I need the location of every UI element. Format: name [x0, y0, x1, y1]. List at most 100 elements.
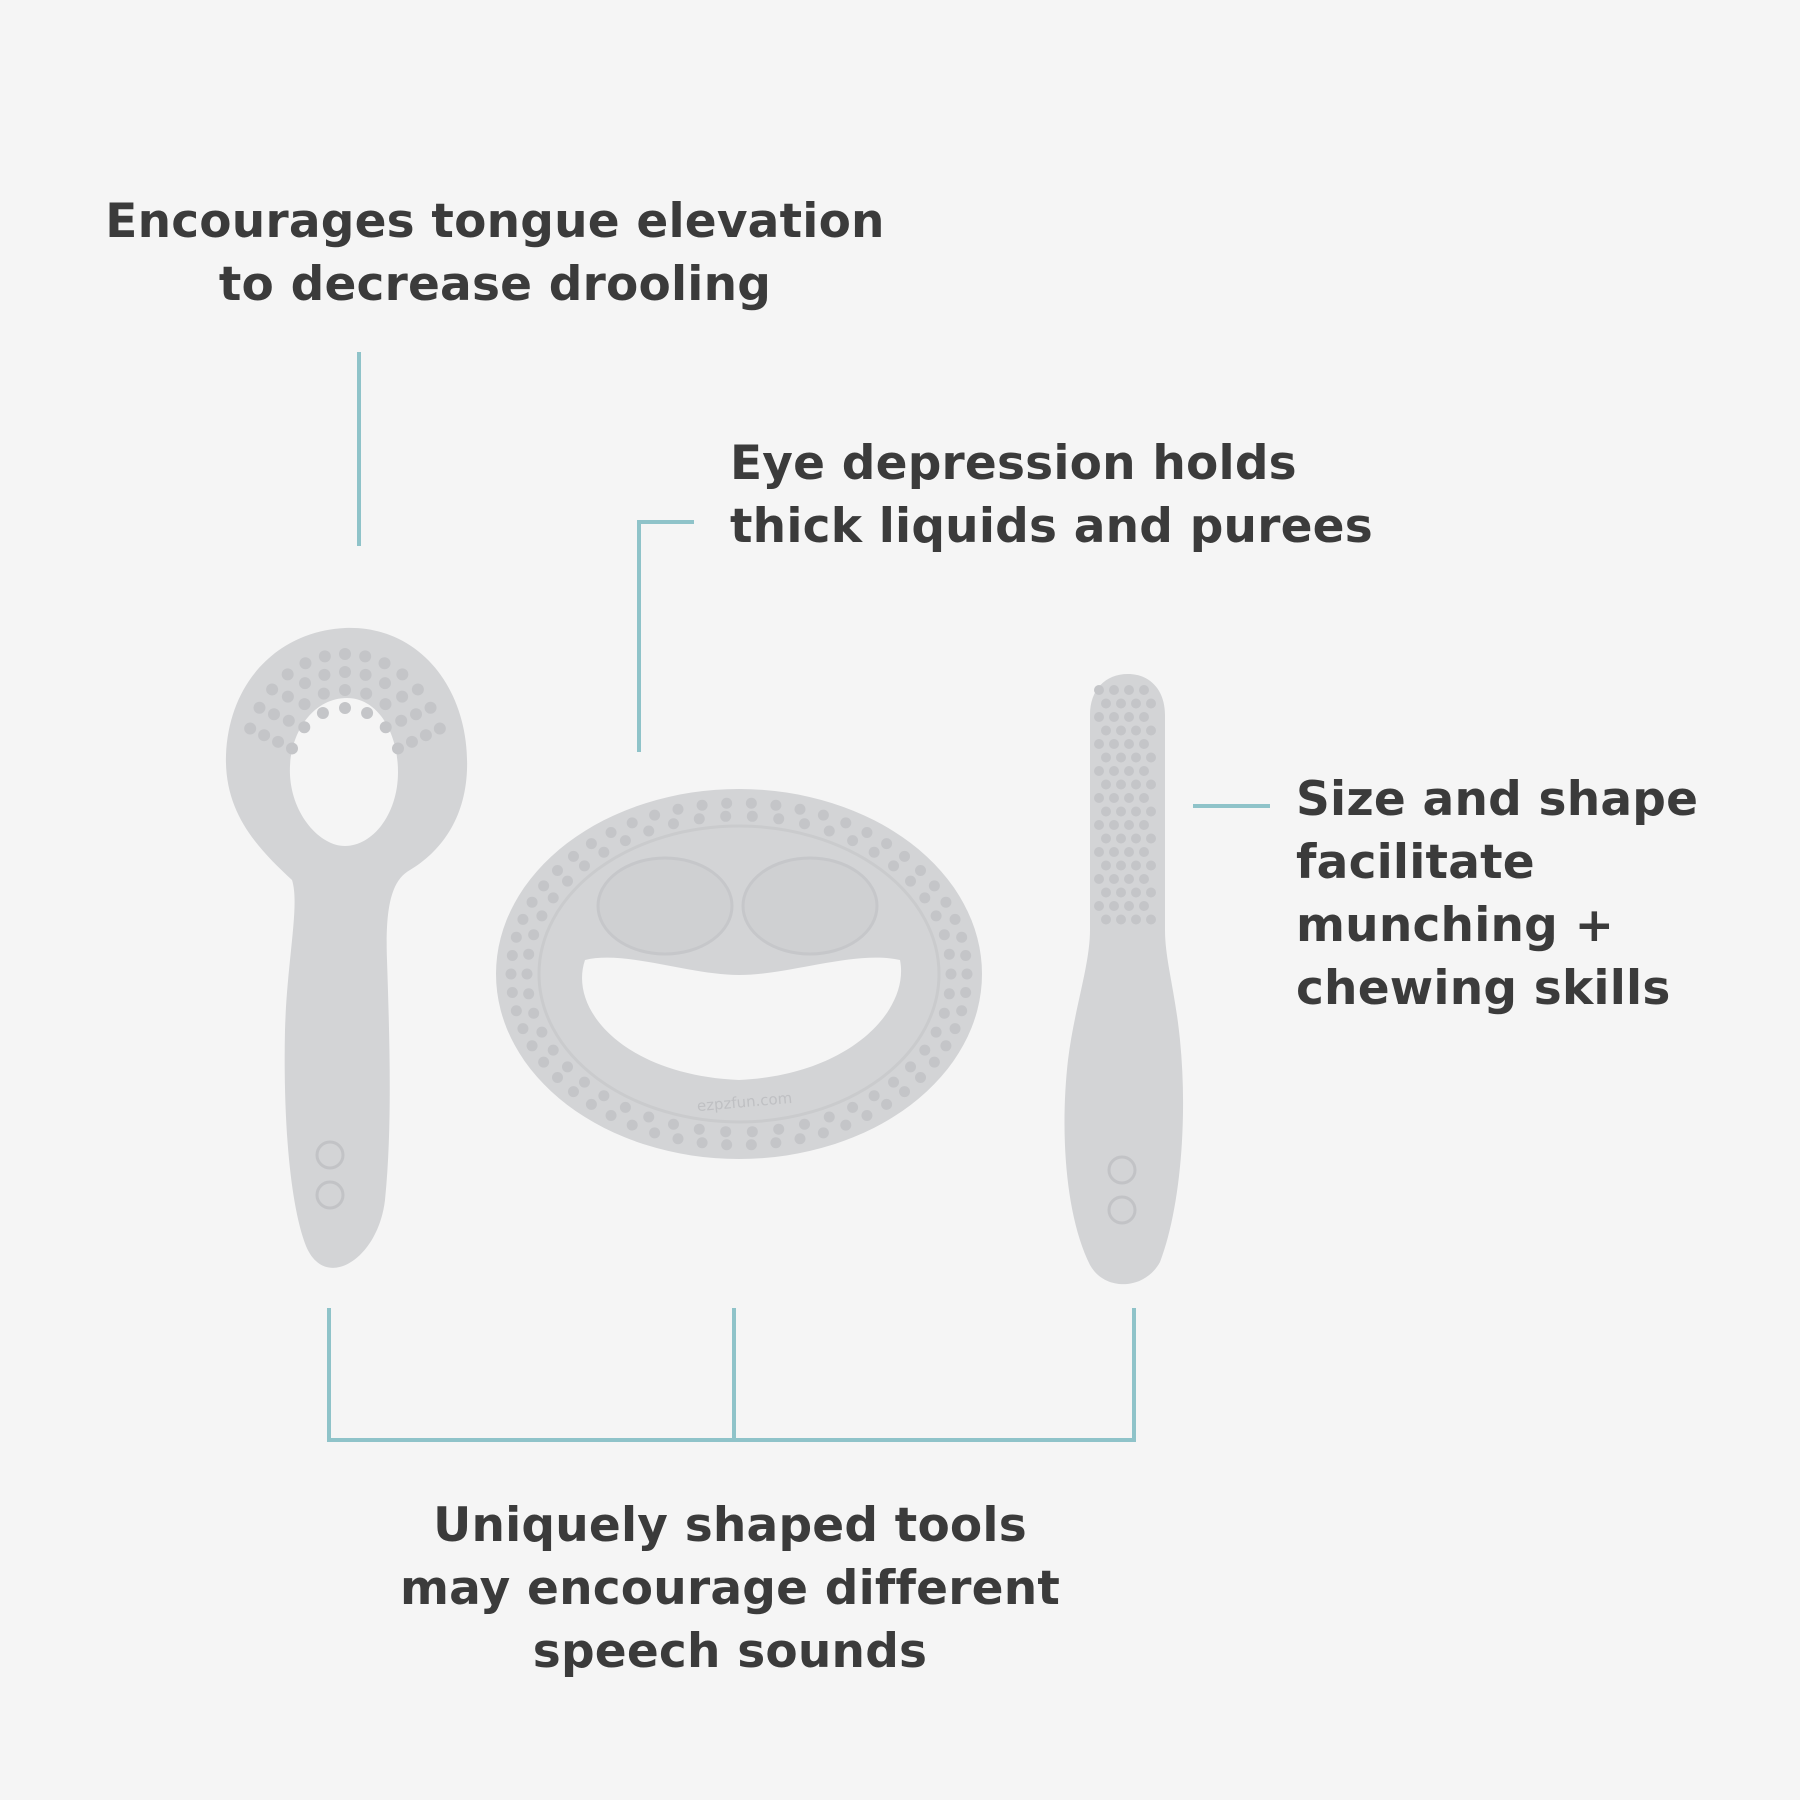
texture-nub — [773, 813, 785, 825]
texture-nub — [667, 818, 679, 830]
texture-nub — [1101, 914, 1111, 925]
texture-nub — [672, 1133, 684, 1145]
texture-nub — [1116, 860, 1126, 871]
texture-nub — [919, 1044, 931, 1056]
loop-teether-body — [225, 627, 468, 1268]
eye-depression-right — [741, 856, 879, 956]
texture-nub — [693, 1123, 705, 1135]
texture-nub — [1131, 725, 1141, 736]
texture-nub — [523, 988, 535, 1000]
texture-nub — [1146, 833, 1156, 844]
texture-nub — [1139, 712, 1149, 722]
annotation-size-and-shape: Size and shape facilitate munching + che… — [1296, 768, 1698, 1020]
texture-nub — [318, 650, 331, 663]
texture-nub — [1131, 860, 1141, 871]
texture-nub — [585, 1098, 597, 1110]
texture-nub — [578, 1076, 590, 1088]
texture-nub — [339, 666, 351, 678]
texture-nub — [1109, 820, 1119, 830]
texture-nub — [956, 1005, 968, 1017]
texture-nub — [1094, 739, 1104, 749]
texture-nub — [517, 913, 529, 925]
texture-nub — [949, 913, 961, 925]
oval-teether: ezpzfun.com — [496, 789, 982, 1159]
texture-nub — [433, 722, 446, 735]
texture-nub — [721, 797, 733, 809]
texture-nub — [847, 1101, 859, 1113]
annotation-line: facilitate — [1296, 835, 1535, 890]
texture-nub — [281, 668, 294, 681]
texture-nub — [1101, 779, 1111, 790]
texture-nub — [1101, 725, 1111, 736]
texture-nub — [526, 896, 538, 908]
texture-nub — [1146, 752, 1156, 763]
texture-nub — [360, 687, 373, 700]
texture-nub — [561, 1061, 573, 1073]
texture-nub — [561, 875, 573, 887]
texture-nub — [770, 1137, 782, 1149]
texture-nub — [1116, 698, 1126, 709]
texture-nub — [881, 1098, 893, 1110]
texture-nub — [1146, 887, 1156, 898]
texture-nub — [905, 875, 917, 887]
texture-nub — [1131, 779, 1141, 790]
texture-nub — [286, 742, 299, 755]
texture-nub — [956, 931, 968, 943]
texture-nub — [282, 714, 295, 727]
texture-nub — [817, 1127, 829, 1139]
texture-nub — [696, 799, 708, 811]
texture-nub — [940, 1040, 952, 1052]
texture-nub — [720, 1126, 732, 1138]
texture-nub — [799, 1118, 811, 1130]
texture-nub — [960, 950, 972, 962]
texture-nub — [528, 1007, 540, 1019]
texture-nub — [506, 950, 518, 962]
texture-nub — [551, 865, 563, 877]
texture-nub — [318, 668, 331, 681]
texture-nub — [643, 1111, 655, 1123]
texture-nub — [799, 818, 811, 830]
texture-nub — [298, 721, 311, 734]
texture-nub — [1146, 725, 1156, 736]
texture-nub — [1116, 833, 1126, 844]
texture-nub — [840, 817, 852, 829]
texture-nub — [272, 735, 285, 748]
texture-nub — [1124, 685, 1134, 695]
texture-nub — [605, 1110, 617, 1122]
texture-nub — [1116, 914, 1126, 925]
smiley-icon — [315, 1180, 345, 1210]
texture-nub — [1094, 766, 1104, 776]
texture-nub — [928, 1056, 940, 1068]
texture-nub — [1139, 901, 1149, 911]
texture-nub — [1101, 752, 1111, 763]
texture-nub — [267, 708, 280, 721]
texture-nub — [396, 690, 409, 703]
texture-nub — [1101, 698, 1111, 709]
texture-nub — [881, 838, 893, 850]
texture-nub — [1116, 779, 1126, 790]
texture-nub — [538, 1056, 550, 1068]
texture-nub — [1131, 806, 1141, 817]
smiley-icon — [1107, 1155, 1137, 1185]
texture-nub — [1109, 766, 1119, 776]
texture-nub — [945, 968, 957, 980]
texture-nub — [316, 707, 329, 720]
stick-teether — [1064, 674, 1184, 1285]
texture-nub — [1139, 874, 1149, 884]
texture-nub — [1124, 901, 1134, 911]
loop-teether-nubs — [244, 648, 446, 755]
texture-nub — [888, 1076, 900, 1088]
texture-nub — [1124, 847, 1134, 857]
texture-nub — [868, 1090, 880, 1102]
annotation-line: speech sounds — [532, 1624, 928, 1679]
annotation-line: to decrease drooling — [218, 257, 772, 312]
texture-nub — [253, 701, 266, 714]
texture-nub — [1101, 806, 1111, 817]
texture-nub — [405, 735, 418, 748]
texture-nub — [1146, 779, 1156, 790]
texture-nub — [721, 1139, 733, 1151]
texture-nub — [960, 986, 972, 998]
texture-nub — [1124, 874, 1134, 884]
texture-nub — [943, 948, 955, 960]
